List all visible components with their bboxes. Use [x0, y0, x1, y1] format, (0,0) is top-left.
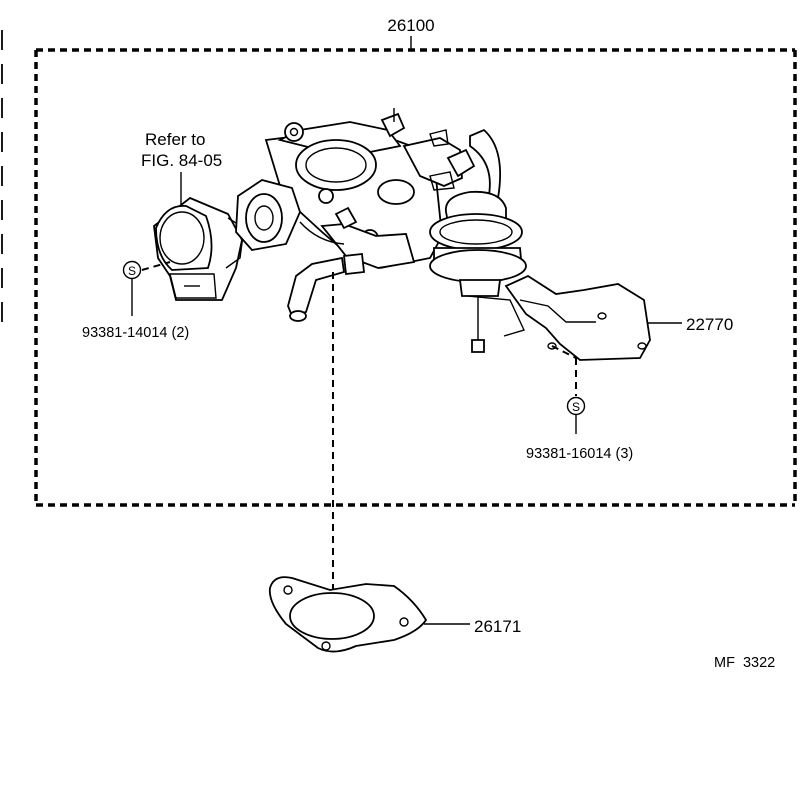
callout-assembly: 26100	[387, 16, 435, 50]
coolant-pipe	[287, 253, 365, 322]
callout-bracket: 22770	[648, 315, 733, 334]
reference-note: Refer to FIG. 84-05	[141, 130, 222, 210]
screw-left: S 93381-14014 (2)	[82, 260, 189, 341]
gasket	[268, 576, 428, 653]
throttle-body	[235, 108, 501, 269]
bracket	[467, 274, 651, 361]
screw-left-symbol: S	[128, 264, 136, 278]
reference-note-line-1: Refer to	[145, 130, 205, 149]
throttle-position-sensor	[153, 196, 245, 301]
assembly-boundary	[34, 48, 797, 507]
screw-right-symbol: S	[572, 400, 580, 414]
assembly-part-number: 26100	[387, 16, 434, 35]
figure-code: MF 3322	[714, 655, 775, 671]
screw-left-label: 93381-14014 (2)	[82, 325, 189, 341]
callout-gasket: 26171	[424, 617, 521, 636]
dashpot	[429, 190, 527, 353]
screw-right-label: 93381-16014 (3)	[526, 446, 633, 462]
gasket-part-number: 26171	[474, 617, 521, 636]
screw-right: S 93381-16014 (3)	[526, 345, 633, 462]
reference-note-line-2: FIG. 84-05	[141, 151, 222, 170]
bracket-part-number: 22770	[686, 315, 733, 334]
